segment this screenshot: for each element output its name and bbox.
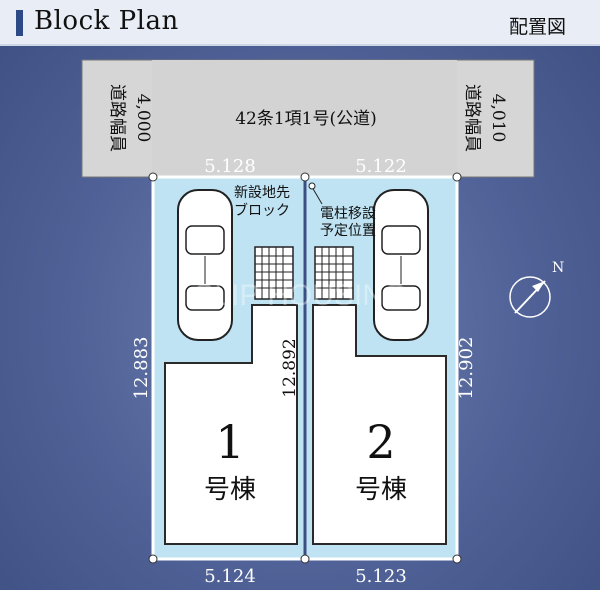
road-label: 42条1項1号(公道) <box>235 109 377 129</box>
building-1-number: 1 <box>215 415 244 469</box>
car-icon <box>177 189 233 341</box>
car-icon <box>373 189 429 341</box>
note-pole-line2: 予定位置 <box>320 223 376 239</box>
dim-left-side: 12.883 <box>131 337 152 400</box>
dim-middle: 12.892 <box>280 338 300 397</box>
boundary-point <box>452 172 462 182</box>
entry-tiles-1 <box>254 246 294 300</box>
note-pole-line1: 電柱移設 <box>320 206 376 222</box>
dim-top-right: 5.122 <box>355 156 407 177</box>
building-1-label: 号棟 <box>204 475 256 505</box>
building-2-label: 号棟 <box>355 475 407 505</box>
boundary-point <box>300 172 310 182</box>
title-accent-bar <box>16 10 23 36</box>
building-2-footprint <box>312 304 447 545</box>
note-new-block-line2: ブロック <box>234 202 290 219</box>
page-subtitle: 配置図 <box>508 16 566 38</box>
road-width-left-value: 4,000 <box>133 94 153 143</box>
note-new-block-line1: 新設地先 <box>234 185 290 201</box>
building-1-footprint <box>164 304 298 545</box>
compass-north-label: N <box>552 260 564 276</box>
compass-icon: N <box>509 260 564 318</box>
header: Block Plan 配置図 <box>0 0 600 46</box>
boundary-point <box>300 554 310 564</box>
utility-pole-marker <box>308 182 316 190</box>
dim-right-side: 12.902 <box>456 337 477 400</box>
boundary-point <box>148 554 158 564</box>
boundary-point <box>148 172 158 182</box>
dim-top-left: 5.128 <box>204 156 256 177</box>
boundary-point <box>452 554 462 564</box>
road-width-left-label: 道路幅員 <box>107 84 127 152</box>
road-width-right-label: 道路幅員 <box>462 84 482 152</box>
watermark: CLIP HOUSING <box>193 279 408 312</box>
road-width-right-value: 4,010 <box>488 94 508 143</box>
public-road <box>152 60 457 177</box>
building-2-number: 2 <box>366 415 395 469</box>
dim-bottom-left: 5.124 <box>204 566 256 587</box>
dim-bottom-right: 5.123 <box>355 566 407 587</box>
entry-tiles-2 <box>314 246 354 300</box>
page-title: Block Plan <box>34 6 179 36</box>
